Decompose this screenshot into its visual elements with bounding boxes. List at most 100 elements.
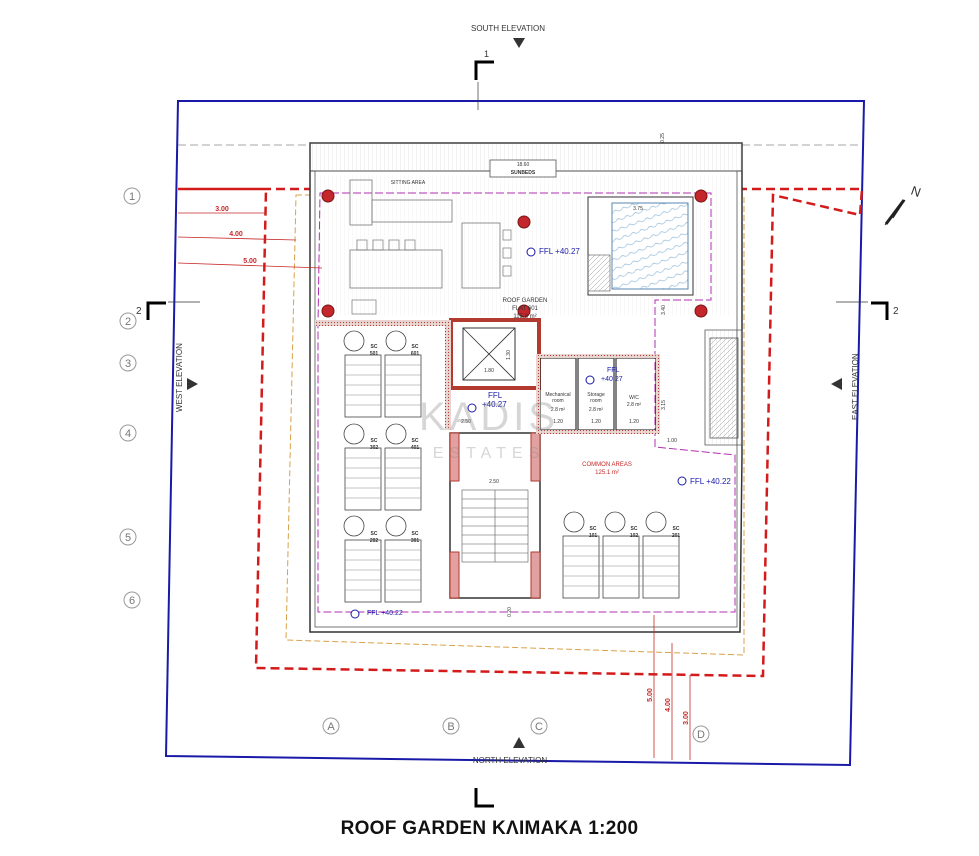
sc-number: 202 [370, 538, 379, 544]
sc-label: SC [673, 526, 680, 532]
west-elevation-arrow [187, 378, 198, 390]
section-mark-left [146, 301, 166, 320]
sunbeds-dim: 18.60 [517, 162, 530, 168]
roof-garden-boundary [317, 192, 736, 613]
grid-row-6: 6 [129, 595, 135, 607]
sc-number: 401 [411, 445, 420, 451]
sunbed-plate [489, 159, 557, 178]
grid-col-c: C [535, 721, 543, 733]
grid-bubbles [119, 187, 710, 743]
sc-label: SC [412, 344, 419, 350]
dim-1-20-b: 1.20 [591, 419, 601, 425]
north-arrow-shaft [884, 199, 906, 225]
section-1-bottom: 1 [484, 792, 489, 802]
stair-wall-left2 [449, 551, 460, 599]
section-mark-right [871, 301, 889, 320]
columns [321, 189, 708, 318]
west-elevation-label: WEST ELEVATION [175, 343, 184, 412]
sc-label: SC [371, 531, 378, 537]
common-areas-area: 125.1 m² [595, 470, 619, 476]
grid-row-4: 4 [125, 428, 131, 440]
ffl-common: FFL +40.22 [690, 477, 731, 486]
mechanical-label-2: room [552, 398, 563, 404]
sc-label: SC [371, 344, 378, 350]
sc-label: SC [631, 526, 638, 532]
stair-wall-right [530, 432, 541, 482]
level-markers [350, 247, 687, 619]
storage-label: Storage [587, 392, 605, 398]
wc-area: 2.8 m² [627, 402, 642, 408]
setback-dim-4-bottom: 4.00 [665, 698, 672, 712]
wc-label: W/C [629, 395, 639, 401]
grid-col-d: D [697, 729, 705, 741]
dim-1-20-c: 1.20 [629, 419, 639, 425]
ffl-roof: FFL +40.27 [539, 247, 580, 256]
dim-pool-width: 3.75 [633, 206, 643, 212]
bbq [351, 299, 377, 315]
grid-row-3: 3 [125, 358, 131, 370]
sc-number: 102 [630, 533, 639, 539]
dim-2-50-b: 2.50 [489, 479, 499, 485]
north-elevation-label: NORTH ELEVATION [473, 756, 547, 765]
east-stair [709, 337, 739, 439]
roof-area-label: 115.8 m² [513, 314, 536, 320]
flat-label: FLAT 601 [512, 306, 538, 312]
patio-wall [315, 320, 451, 326]
elevator-x2 [462, 327, 516, 381]
sc-label: SC [412, 438, 419, 444]
section-mark-top [474, 60, 494, 80]
sc-number: 101 [589, 533, 598, 539]
south-elevation-label: SOUTH ELEVATION [471, 24, 545, 33]
grid-row-2: 2 [125, 316, 131, 328]
pool-water [611, 202, 689, 290]
ffl-mech-2: +40.27 [601, 376, 623, 383]
sitting-area-label: SITTING AREA [391, 180, 426, 186]
sc-number: 601 [411, 351, 420, 357]
grid-row-5: 5 [125, 532, 131, 544]
sc-number: 501 [370, 351, 379, 357]
stair-well [449, 432, 541, 599]
setback-dim-lines [177, 212, 323, 269]
common-areas-label: COMMON AREAS [582, 462, 632, 468]
dim-0-20: 0.20 [507, 607, 513, 617]
section-mark-bottom [474, 788, 494, 808]
sc-number: 201 [672, 533, 681, 539]
dim-3-40: 3.40 [661, 305, 667, 315]
chairs [356, 229, 512, 277]
stair-wall-right2 [530, 551, 541, 599]
section-1-top: 1 [484, 49, 489, 59]
watermark-line2: ESTATES [433, 445, 546, 462]
setback-dim-5: 5.00 [243, 258, 257, 265]
service-wall [536, 354, 660, 434]
ffl-stair-1: FFL [488, 391, 503, 400]
solar-collectors [343, 330, 680, 603]
sofa-back [371, 199, 453, 223]
sc-number: 302 [370, 445, 379, 451]
east-elevation-arrow [831, 378, 842, 390]
section-2-right: 2 [893, 306, 899, 317]
north-elevation-arrow [513, 737, 525, 748]
pool-steps [587, 254, 611, 292]
sunbeds-label: SUNBEDS [511, 170, 536, 176]
section-2-left: 2 [136, 306, 142, 317]
elevator-shaft [462, 327, 516, 381]
setback-dim-4: 4.00 [229, 231, 243, 238]
grid-row-1: 1 [129, 191, 135, 203]
roof-garden-label: ROOF GARDEN [503, 298, 548, 304]
sc-label: SC [412, 531, 419, 537]
core-left-wall [445, 320, 451, 430]
plot-boundary [164, 100, 866, 767]
dim-1-80: 1.80 [484, 368, 494, 374]
setback-dim-3-bottom: 3.00 [683, 711, 690, 725]
dim-1-30: 1.30 [506, 350, 512, 360]
dim-1-20-a: 1.20 [553, 419, 563, 425]
setback-dim-3: 3.00 [215, 206, 229, 213]
mechanical-label: Mechanical [545, 392, 570, 398]
ffl-mech-1: FFL [607, 367, 620, 374]
drawing-title: ROOF GARDEN ΚΛΙΜΑΚΑ 1:200 [340, 818, 639, 839]
sc-number: 301 [411, 538, 420, 544]
stair-wall-left [449, 432, 460, 482]
south-elevation-arrow [513, 38, 525, 48]
grid-col-b: B [447, 721, 454, 733]
north-arrow-label: N [909, 183, 923, 200]
